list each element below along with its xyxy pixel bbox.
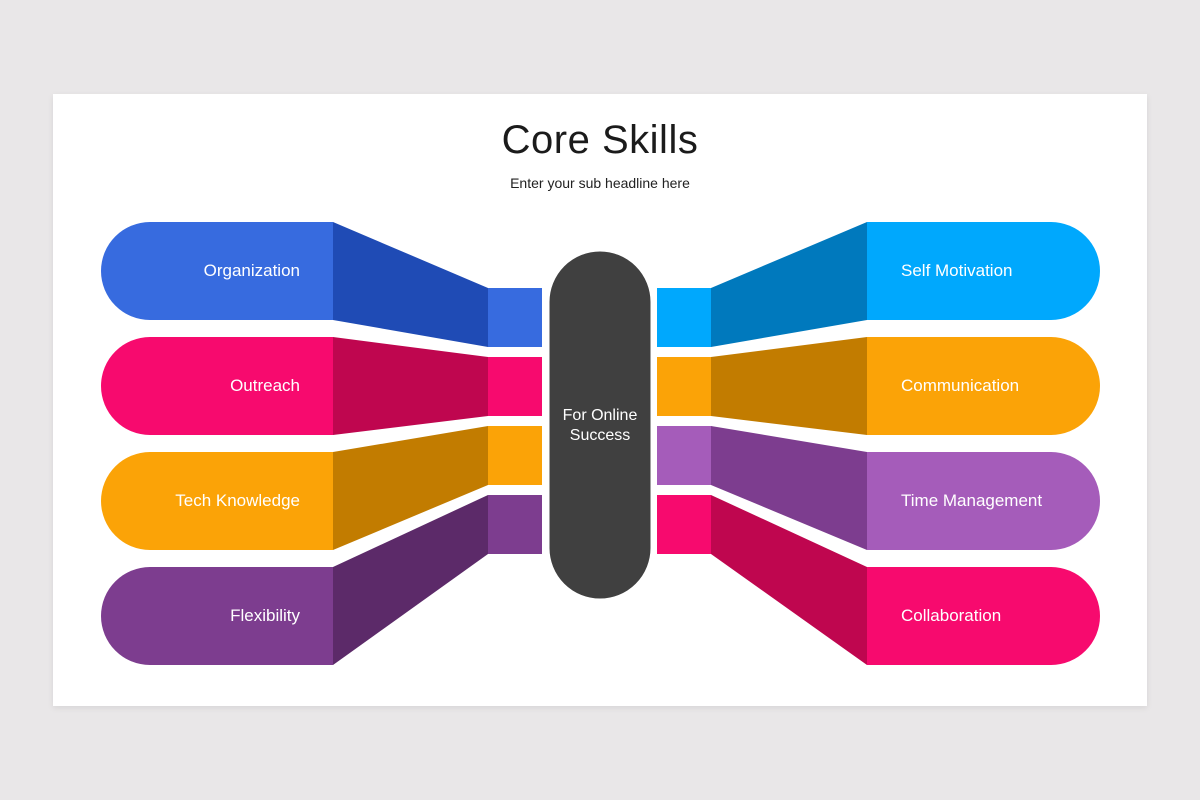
right-connector-collaboration xyxy=(657,495,711,554)
right-connector-time-management xyxy=(657,426,711,485)
right-skill-collaboration xyxy=(657,495,1100,665)
right-wedge-collaboration xyxy=(711,495,867,665)
right-wedge-communication xyxy=(711,337,867,435)
right-skill-self-motivation xyxy=(657,222,1100,347)
left-pill-tech-knowledge xyxy=(101,452,333,550)
left-wedge-tech-knowledge xyxy=(333,426,488,550)
left-connector-flexibility xyxy=(488,495,542,554)
right-connector-self-motivation xyxy=(657,288,711,347)
label-collaboration: Collaboration xyxy=(901,606,1002,625)
left-pill-outreach xyxy=(101,337,333,435)
right-skill-communication xyxy=(657,337,1100,435)
left-connector-outreach xyxy=(488,357,542,416)
center-label-line-2: Success xyxy=(569,427,631,444)
label-communication: Communication xyxy=(901,376,1020,395)
left-connector-tech-knowledge xyxy=(488,426,542,485)
left-wedge-flexibility xyxy=(333,495,488,665)
right-pill-collaboration xyxy=(867,567,1100,665)
left-pill-flexibility xyxy=(101,567,333,665)
label-time-management: Time Management xyxy=(901,491,1043,510)
left-pill-organization xyxy=(101,222,333,320)
center-label-line-1: For Online xyxy=(562,407,638,424)
right-pill-communication xyxy=(867,337,1100,435)
center-label: For Online Success xyxy=(550,406,650,446)
label-organization: Organization xyxy=(203,261,300,280)
center-capsule xyxy=(546,248,654,602)
left-connector-organization xyxy=(488,288,542,347)
left-skill-tech-knowledge xyxy=(101,426,542,550)
left-wedge-outreach xyxy=(333,337,488,435)
right-pill-self-motivation xyxy=(867,222,1100,320)
label-outreach: Outreach xyxy=(230,376,300,395)
slide-title: Core Skills xyxy=(501,118,699,162)
left-skill-outreach xyxy=(101,337,542,435)
left-skill-organization xyxy=(101,222,542,347)
right-pill-time-management xyxy=(867,452,1100,550)
left-wedge-organization xyxy=(333,222,488,347)
right-skill-time-management xyxy=(657,426,1100,550)
label-self-motivation: Self Motivation xyxy=(901,261,1013,280)
right-wedge-self-motivation xyxy=(711,222,867,347)
label-tech-knowledge: Tech Knowledge xyxy=(175,491,300,510)
slide-subtitle: Enter your sub headline here xyxy=(510,175,690,191)
left-skill-flexibility xyxy=(101,495,542,665)
right-wedge-time-management xyxy=(711,426,867,550)
label-flexibility: Flexibility xyxy=(230,606,300,625)
right-connector-communication xyxy=(657,357,711,416)
